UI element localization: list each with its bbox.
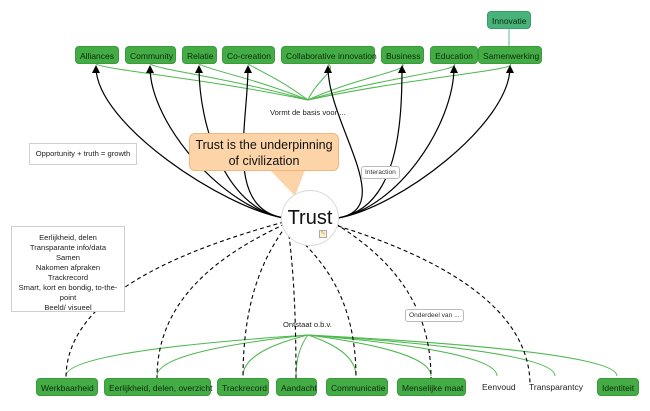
node-eerlijkheid[interactable]: Eerlijkheid, delen, overzicht — [104, 378, 212, 396]
green-link-bottom — [65, 334, 309, 377]
dashed-link-to-bottom-node — [287, 227, 297, 379]
green-link-bottom — [242, 334, 309, 377]
green-link-bottom — [307, 334, 357, 377]
central-node-trust[interactable]: Trust — [281, 190, 339, 246]
node-alliances[interactable]: Alliances — [75, 46, 119, 64]
green-link-top — [307, 63, 404, 101]
green-link-top — [307, 63, 511, 101]
note-list-item: Transparante info/data — [29, 243, 107, 252]
green-link-bottom — [307, 334, 556, 377]
dashed-link-to-bottom-node — [65, 221, 285, 379]
note-list-item: Eerlijkheid, delen — [39, 233, 97, 242]
node-business[interactable]: Business — [381, 46, 424, 64]
callout-bubble[interactable]: Trust is the underpinning of civilizatio… — [189, 133, 339, 171]
green-link-bottom — [156, 334, 309, 377]
dashed-link-to-bottom-node — [156, 223, 286, 379]
callout-line-2: of civilization — [228, 154, 300, 168]
note-list-item: Smart, kort en bondig, to-the- — [18, 283, 118, 292]
note-formula[interactable]: Opportunity + truth = growth — [29, 143, 137, 165]
relation-label-interaction[interactable]: Interaction — [361, 166, 400, 179]
green-link-bottom — [307, 334, 498, 377]
pencil-note-icon[interactable]: ✎ — [319, 230, 327, 238]
dashed-link-to-bottom-node — [335, 223, 432, 379]
node-co-creation[interactable]: Co-creation — [222, 46, 275, 64]
arrow-to-top-node — [324, 65, 363, 219]
trust-to-top-arrows — [92, 65, 514, 219]
green-link-top — [149, 63, 309, 101]
green-link-top — [198, 63, 309, 101]
node-community[interactable]: Community — [125, 46, 176, 64]
note-list-item: point — [59, 293, 77, 302]
green-link-bottom — [307, 334, 618, 377]
callout-line-1: Trust is the underpinning — [195, 138, 333, 152]
node-samenwerking[interactable]: Samenwerking — [478, 46, 542, 64]
note-list-item: Samen — [55, 253, 81, 262]
node-collaborative-innovation[interactable]: Collaborative innovation — [281, 46, 377, 64]
top-connector-lines — [95, 63, 511, 101]
arrow-to-top-node — [337, 65, 458, 219]
node-transparantcy[interactable]: Transparantcy — [529, 382, 584, 392]
node-werkbaarheid[interactable]: Werkbaarheid — [36, 378, 98, 396]
relation-label-onderdeel[interactable]: Onderdeel van ... — [405, 309, 464, 322]
callout-pointer — [270, 170, 305, 196]
node-relatie[interactable]: Relatie — [182, 46, 217, 64]
bottom-connector-label: Ontstaat o.b.v. — [283, 320, 332, 329]
arrow-to-top-node — [337, 65, 514, 219]
top-connector-label: Vormt de basis voor ... — [270, 108, 346, 117]
arrow-to-top-node — [92, 65, 285, 219]
node-aandacht[interactable]: Aandacht — [276, 378, 317, 396]
green-link-bottom — [307, 334, 432, 377]
dashed-link-to-bottom-node — [242, 225, 287, 379]
central-node-label: Trust — [287, 207, 333, 229]
trust-to-bottom-dashed-lines — [65, 221, 531, 386]
note-list-item: Nakomen afpraken — [35, 263, 101, 272]
bottom-connector-lines — [65, 334, 618, 377]
node-identiteit[interactable]: Identiteit — [597, 378, 639, 396]
dashed-link-to-bottom-node — [337, 225, 531, 386]
arrow-to-top-node — [337, 65, 406, 219]
green-link-bottom — [295, 334, 309, 377]
node-menselijke-maat[interactable]: Menselijke maat — [397, 378, 466, 396]
node-eenvoud[interactable]: Eenvoud — [482, 382, 516, 392]
green-link-top — [95, 63, 309, 101]
note-list-item: Trackrecord — [47, 273, 89, 282]
node-innovatie[interactable]: Innovatie — [487, 11, 531, 29]
note-list-item: Beeld/ visueel — [44, 303, 92, 312]
node-trackrecord[interactable]: Trackrecord — [217, 378, 269, 396]
node-communicatie[interactable]: Communicatie — [326, 378, 388, 396]
note-list[interactable]: Eerlijkheid, delen Transparante info/dat… — [11, 226, 125, 312]
node-education[interactable]: Education — [430, 46, 478, 64]
